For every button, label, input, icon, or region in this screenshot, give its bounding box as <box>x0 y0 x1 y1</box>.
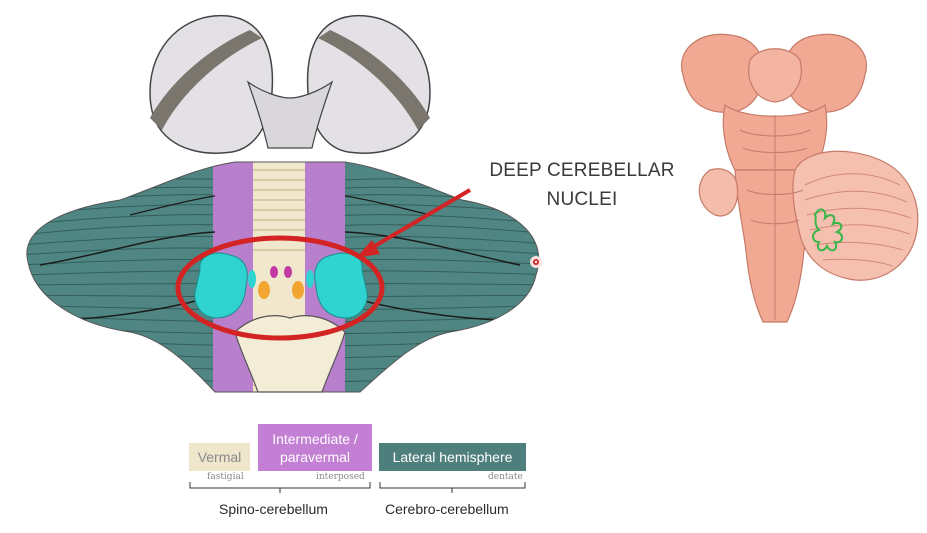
brainstem-cerebellum-illustration <box>680 33 919 323</box>
legend-vermal: Vermal <box>189 443 250 471</box>
legend-vermal-label: Vermal <box>197 449 242 465</box>
legend-intermediate-line-2: paravermal <box>279 448 350 465</box>
nucleus-fastigial: fastigial <box>207 472 244 482</box>
group-cerebro-cerebellum: Cerebro-cerebellum <box>385 501 509 517</box>
legend-intermediate-line-1: Intermediate / <box>272 430 358 447</box>
nuclei-highlight-ring <box>175 235 385 341</box>
callout-line-2: NUCLEI <box>546 189 618 210</box>
group-spino-cerebellum: Spino-cerebellum <box>219 501 328 517</box>
callout-label: DEEP CEREBELLAR NUCLEI <box>482 156 682 214</box>
fastigial-nucleus-right <box>284 266 292 278</box>
cerebellum-outline <box>26 161 540 393</box>
callout-line-1: DEEP CEREBELLAR <box>489 160 675 181</box>
dentate-nucleus-left <box>194 252 248 319</box>
cerebellum-diagram <box>26 15 542 393</box>
nucleus-interposed: interposed <box>316 472 365 482</box>
cerebral-hemispheres <box>149 15 431 154</box>
interposed-nucleus-left <box>258 281 270 299</box>
fastigial-nucleus-left <box>270 266 278 278</box>
dentate-nucleus-right <box>314 252 368 319</box>
legend-intermediate: Intermediate / paravermal <box>258 424 372 471</box>
interposed-nucleus-right <box>292 281 304 299</box>
group-brackets <box>189 482 526 493</box>
pointer-dot <box>530 256 542 268</box>
cerebellar-hemisphere <box>792 150 919 281</box>
nucleus-dentate: dentate <box>488 472 523 482</box>
dentate-nucleus-outline <box>812 208 843 252</box>
emboliform-left <box>248 270 256 288</box>
legend-lateral-label: Lateral hemisphere <box>392 449 513 465</box>
legend-lateral: Lateral hemisphere <box>379 443 526 471</box>
emboliform-right <box>306 270 314 288</box>
callout-arrow <box>356 188 472 258</box>
